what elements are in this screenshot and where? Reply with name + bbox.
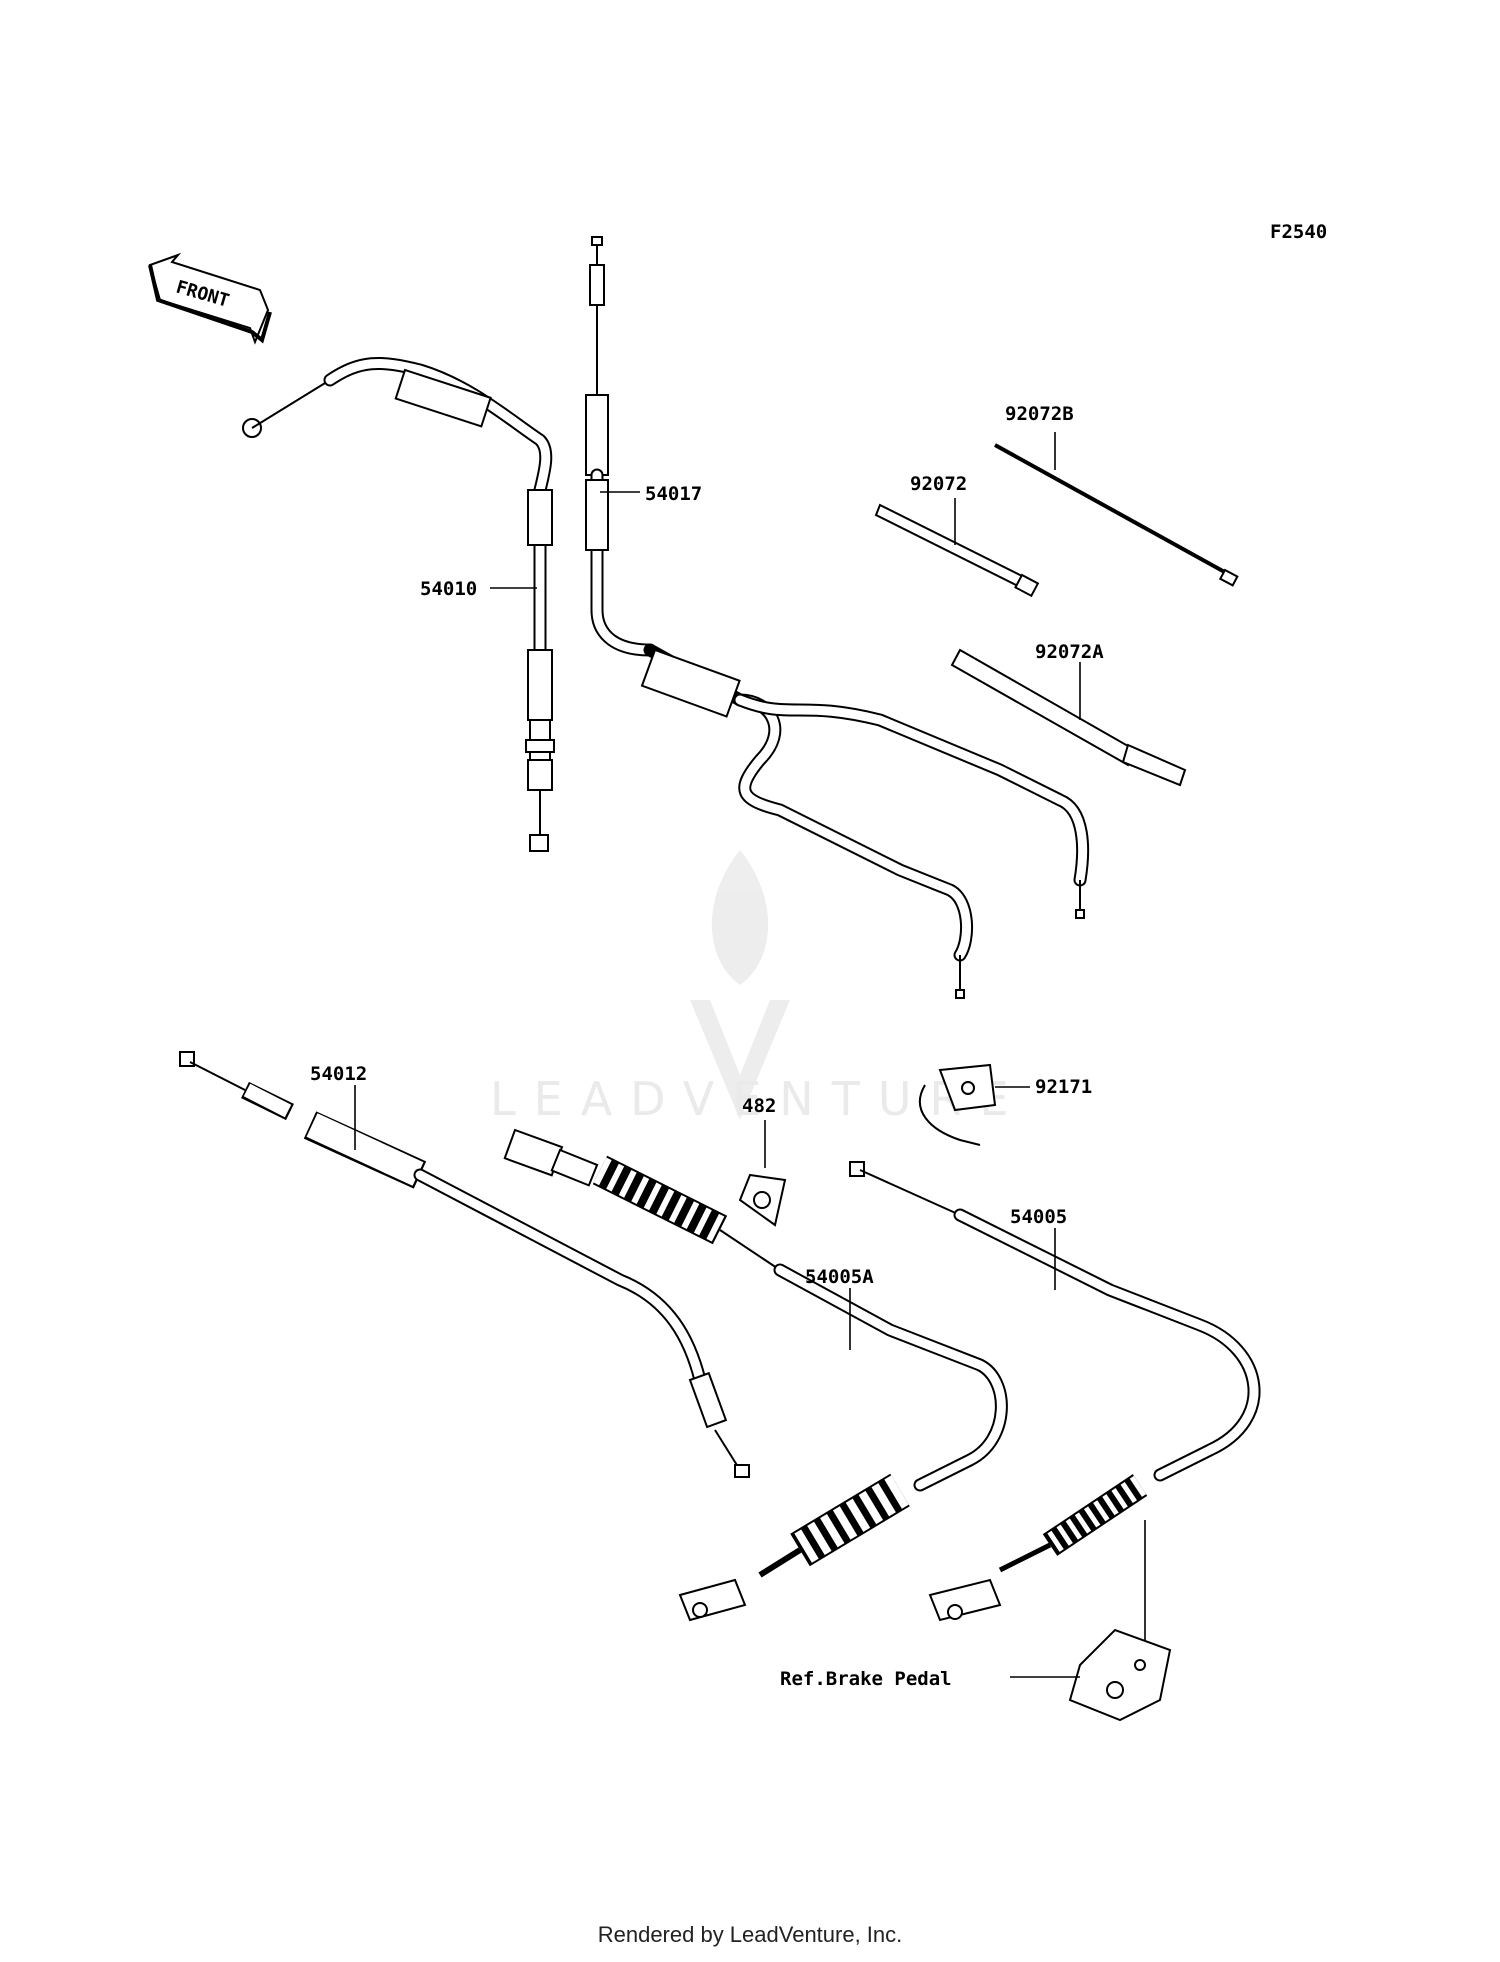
cable-54010	[242, 356, 555, 852]
front-arrow-icon: FRONT	[148, 252, 272, 345]
label-92171: 92171	[1035, 1076, 1092, 1098]
label-54017: 54017	[645, 483, 702, 505]
tie-92072B	[994, 443, 1239, 587]
cable-54005A	[503, 1128, 1008, 1622]
label-54005A: 54005A	[805, 1266, 874, 1288]
tie-92072	[874, 503, 1040, 598]
bracket-92171	[919, 1063, 997, 1146]
label-92072B: 92072B	[1005, 403, 1074, 425]
diagram-code: F2540	[1270, 221, 1327, 243]
label-92072: 92072	[910, 473, 967, 495]
label-92072A: 92072A	[1035, 641, 1104, 663]
brake-pedal-ref	[1068, 1628, 1172, 1722]
label-54005: 54005	[1010, 1206, 1067, 1228]
cable-54017	[585, 236, 1090, 999]
label-ref-brake-pedal: Ref.Brake Pedal	[780, 1668, 952, 1690]
cable-54012	[179, 1051, 750, 1478]
footer-credit: Rendered by LeadVenture, Inc.	[597, 1922, 903, 1947]
watermark-logo: LEADVENTURE	[490, 850, 1027, 1126]
tie-92072A	[950, 648, 1187, 787]
clip-482	[738, 1173, 787, 1227]
watermark-text: LEADVENTURE	[490, 1072, 1027, 1126]
label-54012: 54012	[310, 1063, 367, 1085]
label-54010: 54010	[420, 578, 477, 600]
label-482: 482	[742, 1095, 776, 1117]
cable-54005	[849, 1161, 1261, 1622]
